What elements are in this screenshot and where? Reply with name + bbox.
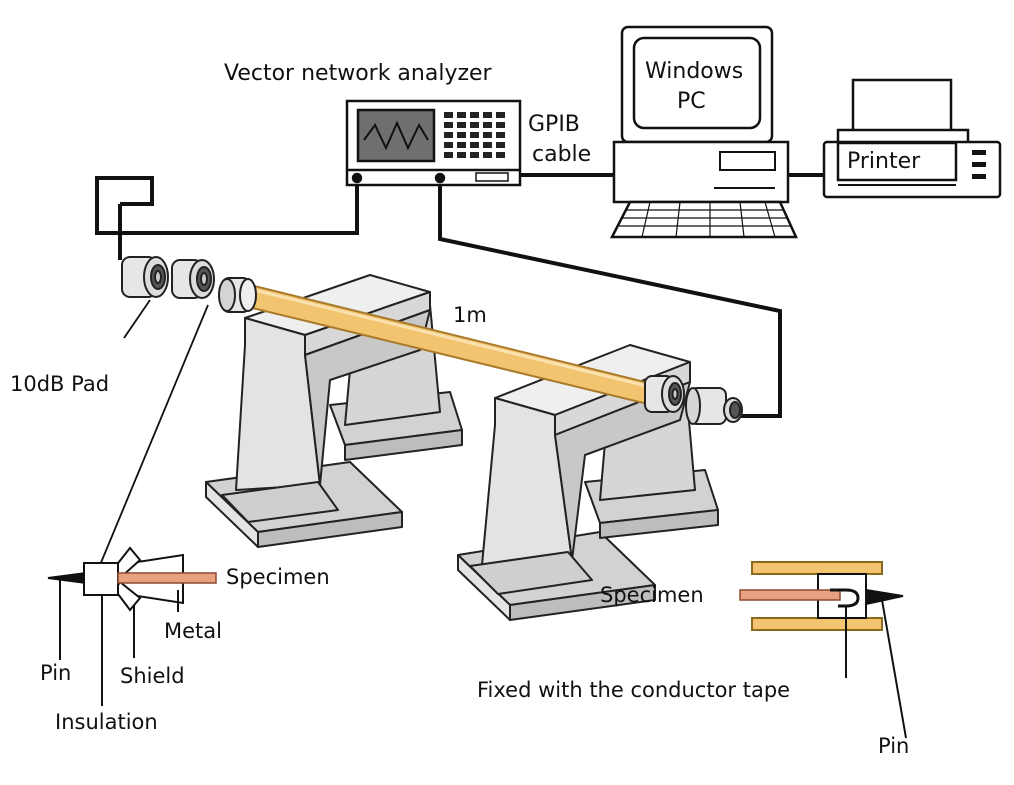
label-windows: Windows (645, 59, 743, 84)
vna-port-1 (351, 172, 363, 184)
label-specimen-right: Specimen (600, 583, 704, 607)
left-coax-cable (95, 176, 359, 235)
windows-pc (609, 25, 798, 239)
label-insulation: Insulation (55, 710, 158, 734)
specimen-detail-left (47, 546, 217, 706)
pad-connectors-right (644, 375, 743, 425)
specimen-detail-right (739, 561, 907, 739)
label-metal: Metal (164, 619, 222, 643)
right-coax-cable (438, 178, 782, 418)
pc-keyboard (609, 200, 798, 239)
vna-waveform (363, 120, 429, 151)
specimen-wire-left (117, 572, 217, 584)
conductor-plate-bottom (751, 617, 883, 631)
pin-left-tip (47, 571, 87, 585)
label-fixed-tape: Fixed with the conductor tape (477, 678, 790, 702)
label-shield: Shield (120, 664, 185, 688)
wire-loop (830, 588, 860, 608)
label-length: 1m (453, 303, 487, 327)
label-printer: Printer (847, 149, 921, 174)
printer (822, 78, 1002, 199)
support-stand-right (457, 344, 719, 621)
label-vna: Vector network analyzer (224, 61, 493, 86)
leader-lines (99, 299, 209, 566)
pad-connectors-left (121, 256, 257, 313)
cables (95, 173, 824, 418)
specimen-wire-right (739, 589, 841, 601)
label-cable: cable (532, 142, 591, 167)
label-specimen-left: Specimen (226, 565, 330, 589)
conductor-plate-top (751, 561, 883, 575)
vna-screen (356, 108, 436, 163)
printer-paper (851, 78, 953, 140)
pc-monitor-screen (632, 36, 762, 130)
text-labels: Vector network analyzer GPIB cable Windo… (10, 59, 921, 758)
label-pin-right: Pin (878, 734, 909, 758)
insulation-block (83, 562, 119, 596)
label-pad: 10dB Pad (10, 372, 109, 396)
label-pin-left: Pin (40, 661, 71, 685)
label-gpib: GPIB (528, 112, 580, 137)
pin-right-tip (865, 588, 904, 606)
vna-keypad (444, 112, 505, 158)
label-pc: PC (677, 89, 706, 114)
vna-port-2 (434, 172, 446, 184)
support-stand-left (205, 274, 463, 548)
vector-network-analyzer (345, 99, 522, 187)
